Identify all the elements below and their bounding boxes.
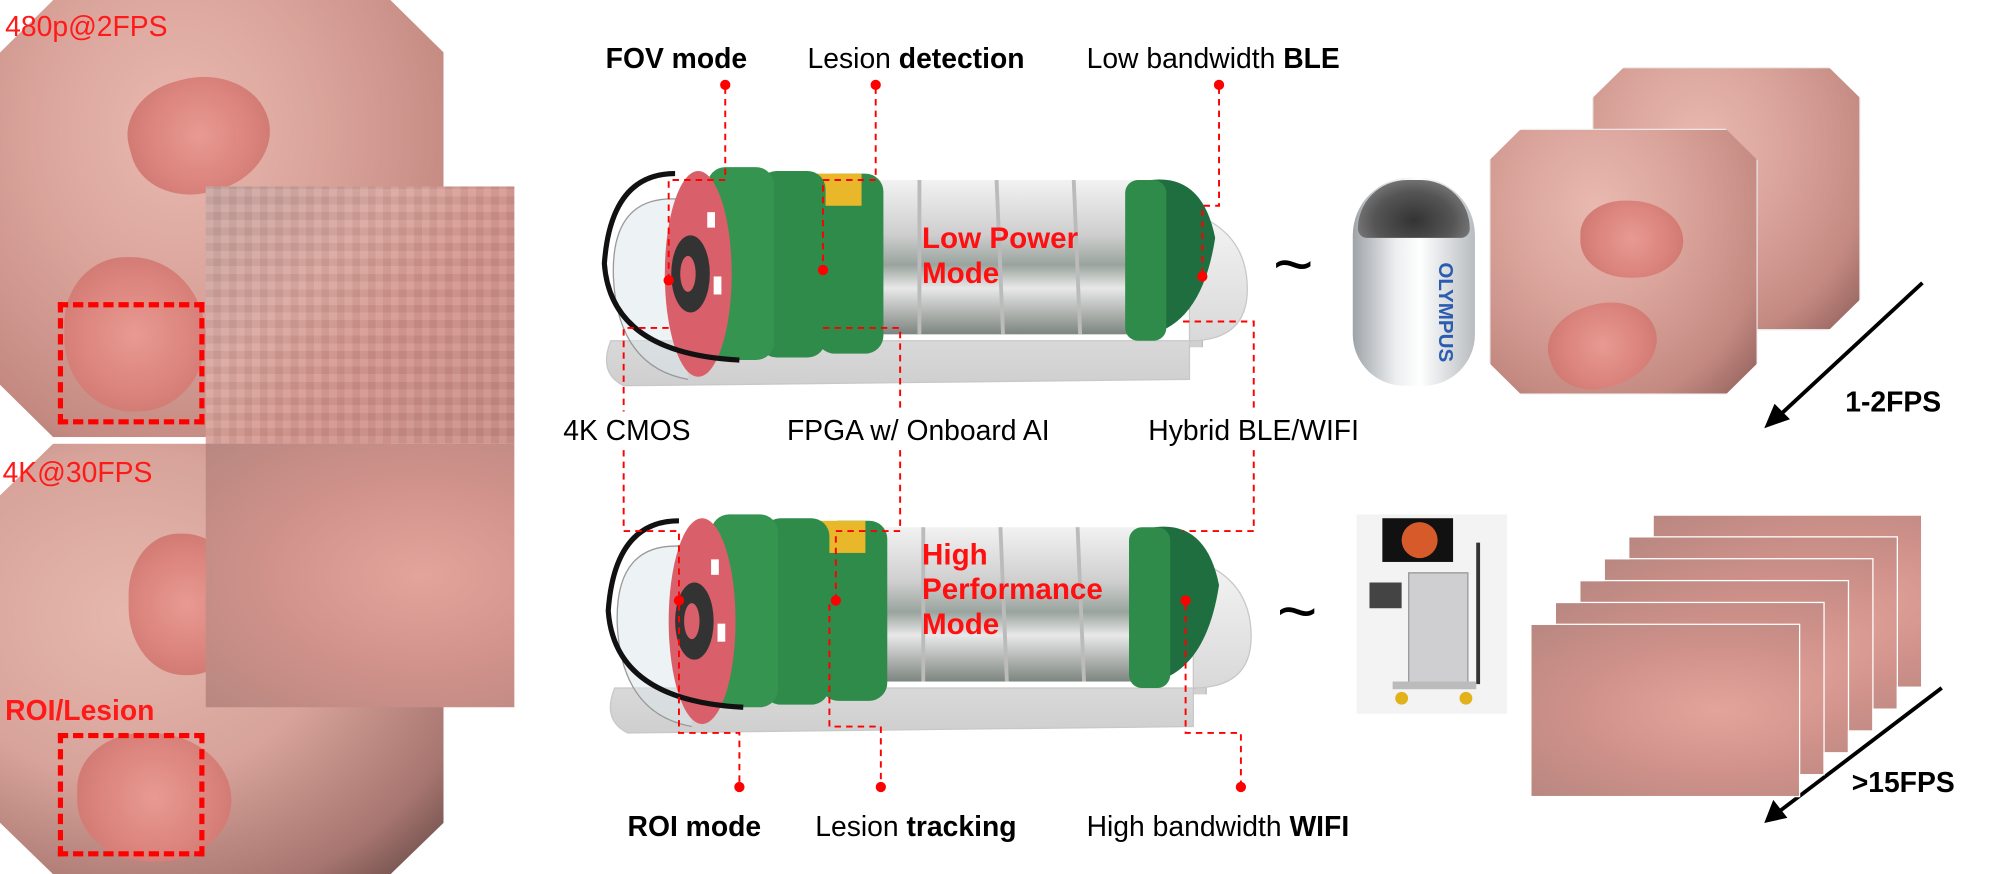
label-roi-mode: ROI mode [627,810,762,843]
roi-lesion-label: ROI/Lesion [5,694,155,727]
label-fov-mode: FOV mode [605,42,748,75]
resolution-label-4k: 4K@30FPS [2,456,153,489]
label-hybrid-radio: Hybrid BLE/WIFI [1148,414,1359,447]
label-fpga: FPGA w/ Onboard AI [786,414,1050,447]
label-high-bandwidth-wifi: High bandwidth WIFI [1086,810,1350,843]
zoomed-inset-pixelated [205,186,515,444]
zoomed-inset-sharp [205,443,515,708]
arrowhead-top [1764,403,1790,429]
label-low-bandwidth-ble: Low bandwidth BLE [1086,42,1340,75]
connector-dots [663,79,1247,793]
roi-box-bottom [57,732,205,857]
olympus-brand-text: OLYMPUS [1433,262,1456,363]
label-lesion-detection: Lesion detection [807,42,1025,75]
fps-label-high: >15FPS [1851,766,1955,799]
arrow-top [1779,281,1924,416]
roi-box-top [57,302,205,425]
similar-symbol-top: ~ [1273,226,1314,304]
fps-label-low: 1-2FPS [1845,385,1942,418]
olympus-capsule-image: OLYMPUS [1352,177,1475,386]
connector-lines [622,87,1255,785]
arrowhead-bottom [1764,799,1788,823]
label-4k-cmos: 4K CMOS [563,414,691,447]
video-frame-front [1489,128,1758,395]
video-frame-6 [1530,623,1801,798]
similar-symbol-bottom: ~ [1276,573,1318,651]
arrows [1779,281,1943,812]
arrow-bottom [1779,686,1943,812]
label-lesion-tracking: Lesion tracking [815,810,1017,843]
endoscopy-tower-image [1356,514,1508,714]
resolution-label-480p: 480p@2FPS [5,10,168,43]
